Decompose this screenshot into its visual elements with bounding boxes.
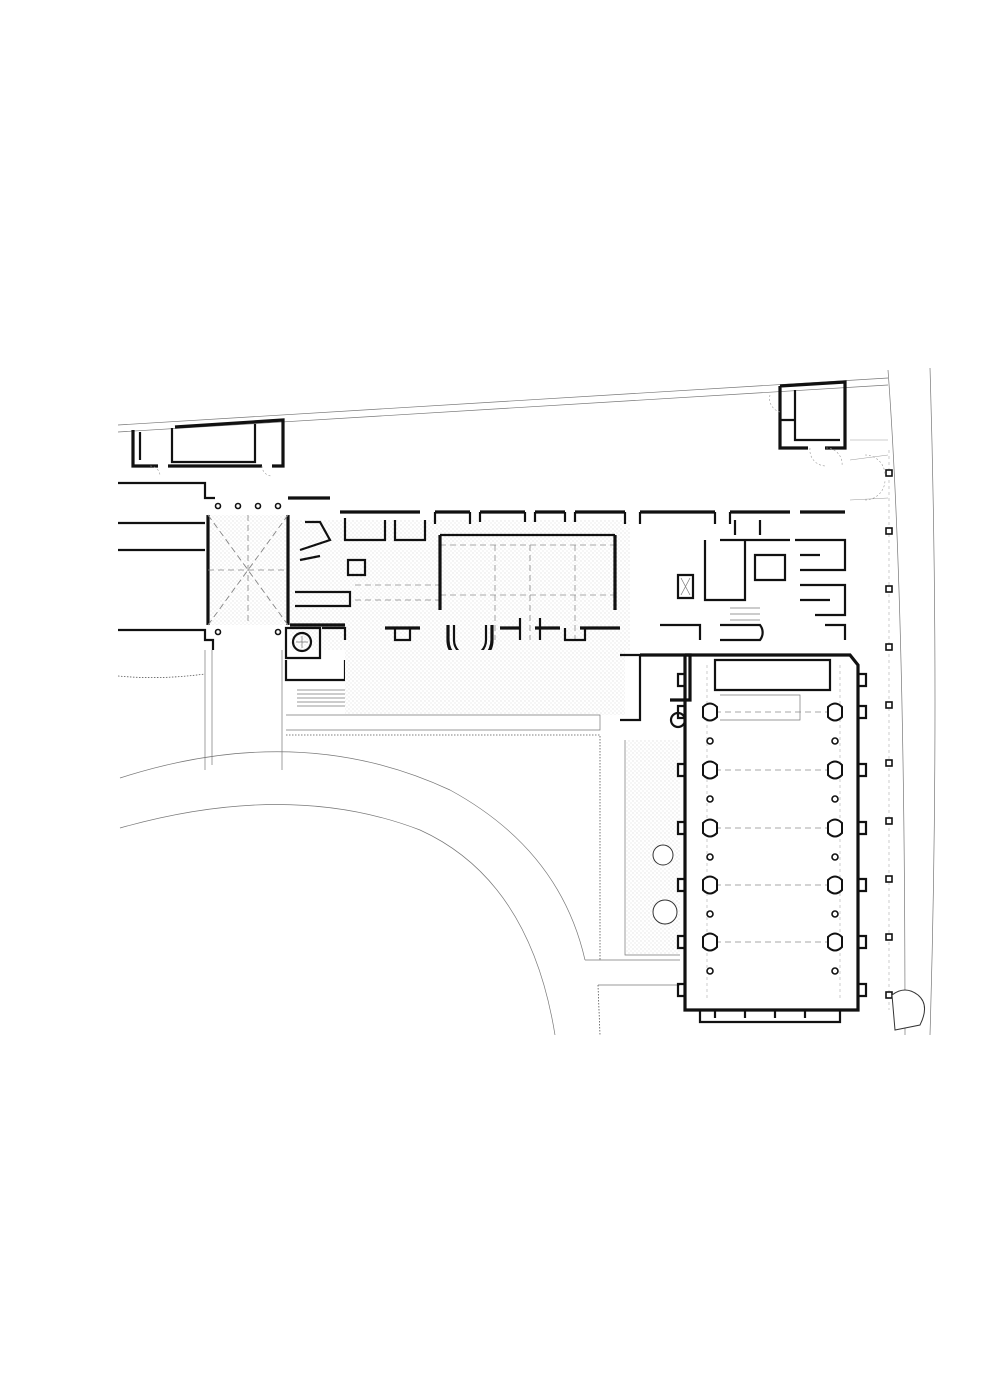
pier bbox=[702, 875, 718, 895]
column bbox=[831, 795, 839, 803]
boundary-trees bbox=[891, 989, 925, 1031]
forecourt bbox=[286, 650, 625, 960]
fence-post bbox=[885, 701, 893, 709]
pier bbox=[702, 932, 718, 952]
buttress bbox=[676, 762, 685, 778]
column bbox=[831, 853, 839, 861]
column bbox=[706, 737, 714, 745]
buttress bbox=[858, 982, 868, 998]
pier bbox=[702, 760, 718, 780]
buttress bbox=[676, 877, 685, 893]
pier bbox=[702, 818, 718, 838]
vaulted-entrance-bay bbox=[206, 502, 290, 636]
pier bbox=[827, 875, 843, 895]
site-lines bbox=[117, 367, 936, 1036]
buttress bbox=[676, 672, 685, 688]
fence-post bbox=[885, 933, 893, 941]
north-outbuilding-left bbox=[131, 418, 285, 477]
pier bbox=[827, 818, 843, 838]
buttress bbox=[676, 982, 685, 998]
fence-post bbox=[885, 643, 893, 651]
north-outbuilding-right bbox=[769, 380, 889, 501]
buttress bbox=[858, 820, 868, 836]
fence-post bbox=[885, 585, 893, 593]
east-service-block bbox=[660, 520, 847, 642]
buttress bbox=[676, 704, 685, 720]
pier bbox=[827, 702, 843, 722]
nave-piers bbox=[702, 702, 843, 975]
column bbox=[706, 795, 714, 803]
fence-post bbox=[885, 875, 893, 883]
pier bbox=[827, 760, 843, 780]
main-range bbox=[284, 496, 845, 707]
column bbox=[831, 737, 839, 745]
buttress bbox=[858, 704, 868, 720]
buttress bbox=[676, 934, 685, 950]
buttress bbox=[858, 762, 868, 778]
pier bbox=[827, 932, 843, 952]
south-wing bbox=[676, 653, 868, 1024]
tree bbox=[652, 844, 674, 866]
column bbox=[706, 967, 714, 975]
south-wing-west-corridor bbox=[620, 653, 692, 956]
pier bbox=[702, 702, 718, 722]
fence-post bbox=[885, 759, 893, 767]
column bbox=[706, 853, 714, 861]
fence-post bbox=[885, 469, 893, 477]
buttress bbox=[858, 934, 868, 950]
column bbox=[831, 967, 839, 975]
buttress bbox=[858, 877, 868, 893]
column bbox=[831, 910, 839, 918]
fence-post bbox=[885, 527, 893, 535]
curved-drive bbox=[119, 650, 680, 1036]
west-approach bbox=[117, 481, 215, 770]
boundary-fence bbox=[885, 450, 893, 1010]
buttress bbox=[858, 672, 868, 688]
column bbox=[706, 910, 714, 918]
buttress bbox=[676, 820, 685, 836]
fence-post bbox=[885, 991, 893, 999]
fence-post bbox=[885, 817, 893, 825]
side-buttresses bbox=[676, 672, 868, 998]
tree bbox=[652, 899, 678, 925]
